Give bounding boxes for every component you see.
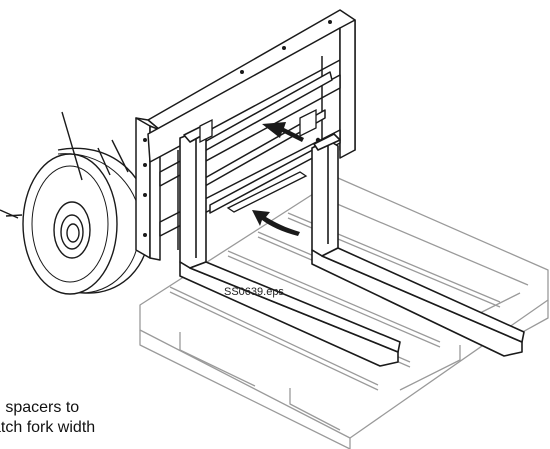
- caption-line-2: atch fork width: [0, 419, 96, 436]
- mast-lines: [0, 111, 129, 219]
- file-label: SS0639.eps: [224, 286, 284, 298]
- spacer-plate: [199, 108, 317, 213]
- arrow-lower: [252, 210, 300, 236]
- wheel: [22, 147, 151, 295]
- left-fork: [179, 123, 401, 367]
- caption-line-1: d spacers to: [0, 399, 80, 416]
- caption: d spacers to atch fork width: [0, 398, 192, 438]
- right-fork: [311, 133, 525, 357]
- arrow-upper: [262, 122, 304, 142]
